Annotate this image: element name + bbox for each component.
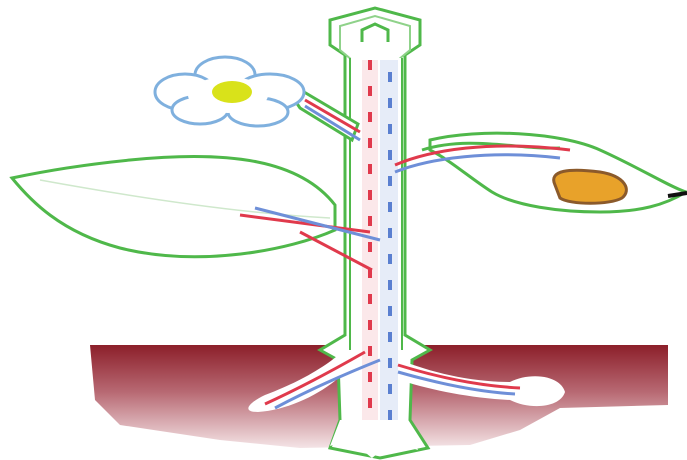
flower-icon: [155, 57, 304, 126]
flower-center: [212, 81, 252, 103]
left-leaf-icon: [12, 156, 335, 256]
fruit-icon: [554, 170, 627, 203]
